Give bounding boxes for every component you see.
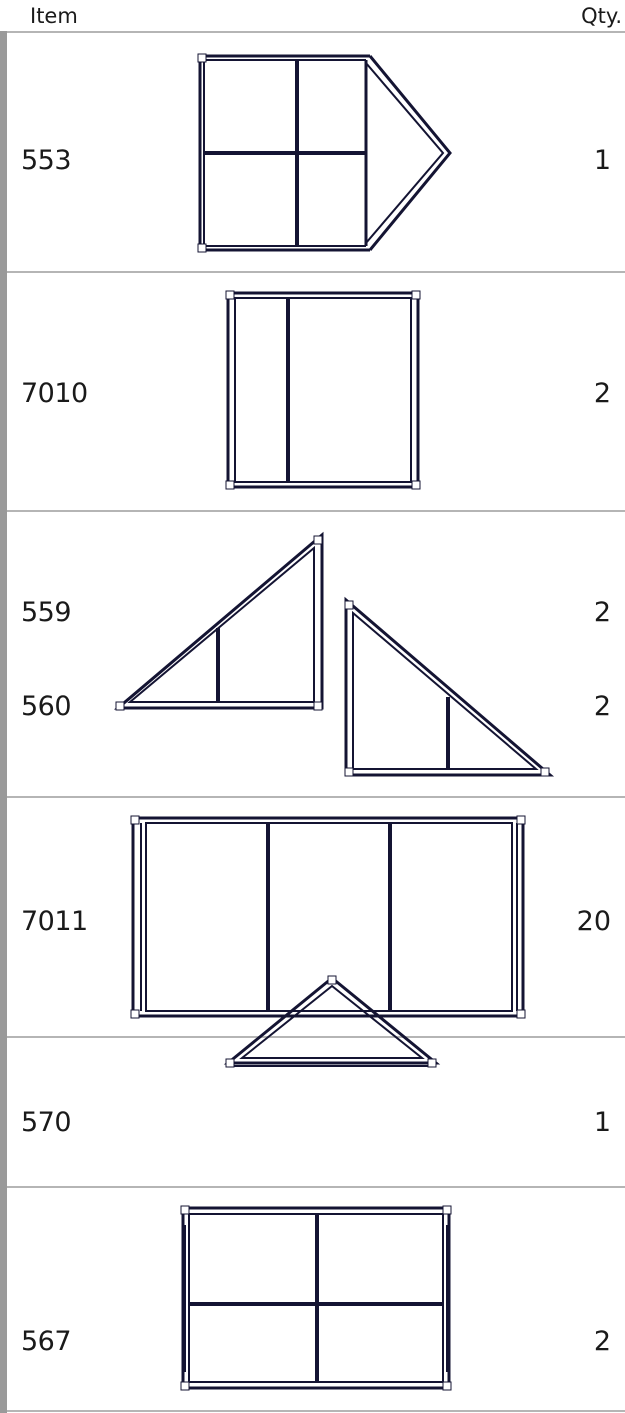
item-number: 570	[21, 1107, 72, 1138]
item-quantity: 2	[593, 1326, 611, 1357]
item-number: 560	[21, 691, 72, 722]
row-separator	[7, 510, 625, 512]
row-separator	[7, 271, 625, 273]
window-drawing-567	[180, 1205, 452, 1391]
window-drawing-553	[197, 53, 452, 253]
item-number: 7011	[21, 906, 88, 937]
window-drawing-7011	[130, 815, 526, 1019]
item-quantity: 20	[576, 906, 611, 937]
header-qty-label: Qty.	[581, 4, 622, 28]
item-number: 559	[21, 597, 72, 628]
left-border	[0, 31, 7, 1413]
item-quantity: 1	[593, 1107, 611, 1138]
item-quantity: 2	[593, 378, 611, 409]
row-separator	[7, 1410, 625, 1412]
item-quantity: 1	[593, 145, 611, 176]
row-separator	[7, 1186, 625, 1188]
item-quantity: 2	[593, 691, 611, 722]
header-item-label: Item	[30, 4, 78, 28]
window-drawing-570	[223, 975, 441, 1068]
item-quantity: 2	[593, 597, 611, 628]
item-number: 7010	[21, 378, 88, 409]
window-drawing-560	[344, 596, 555, 777]
window-drawing-559	[113, 531, 324, 711]
row-separator	[7, 1036, 625, 1038]
row-separator	[7, 796, 625, 798]
item-number: 553	[21, 145, 72, 176]
row-separator	[7, 31, 625, 33]
item-number: 567	[21, 1326, 72, 1357]
window-drawing-7010	[225, 290, 421, 490]
